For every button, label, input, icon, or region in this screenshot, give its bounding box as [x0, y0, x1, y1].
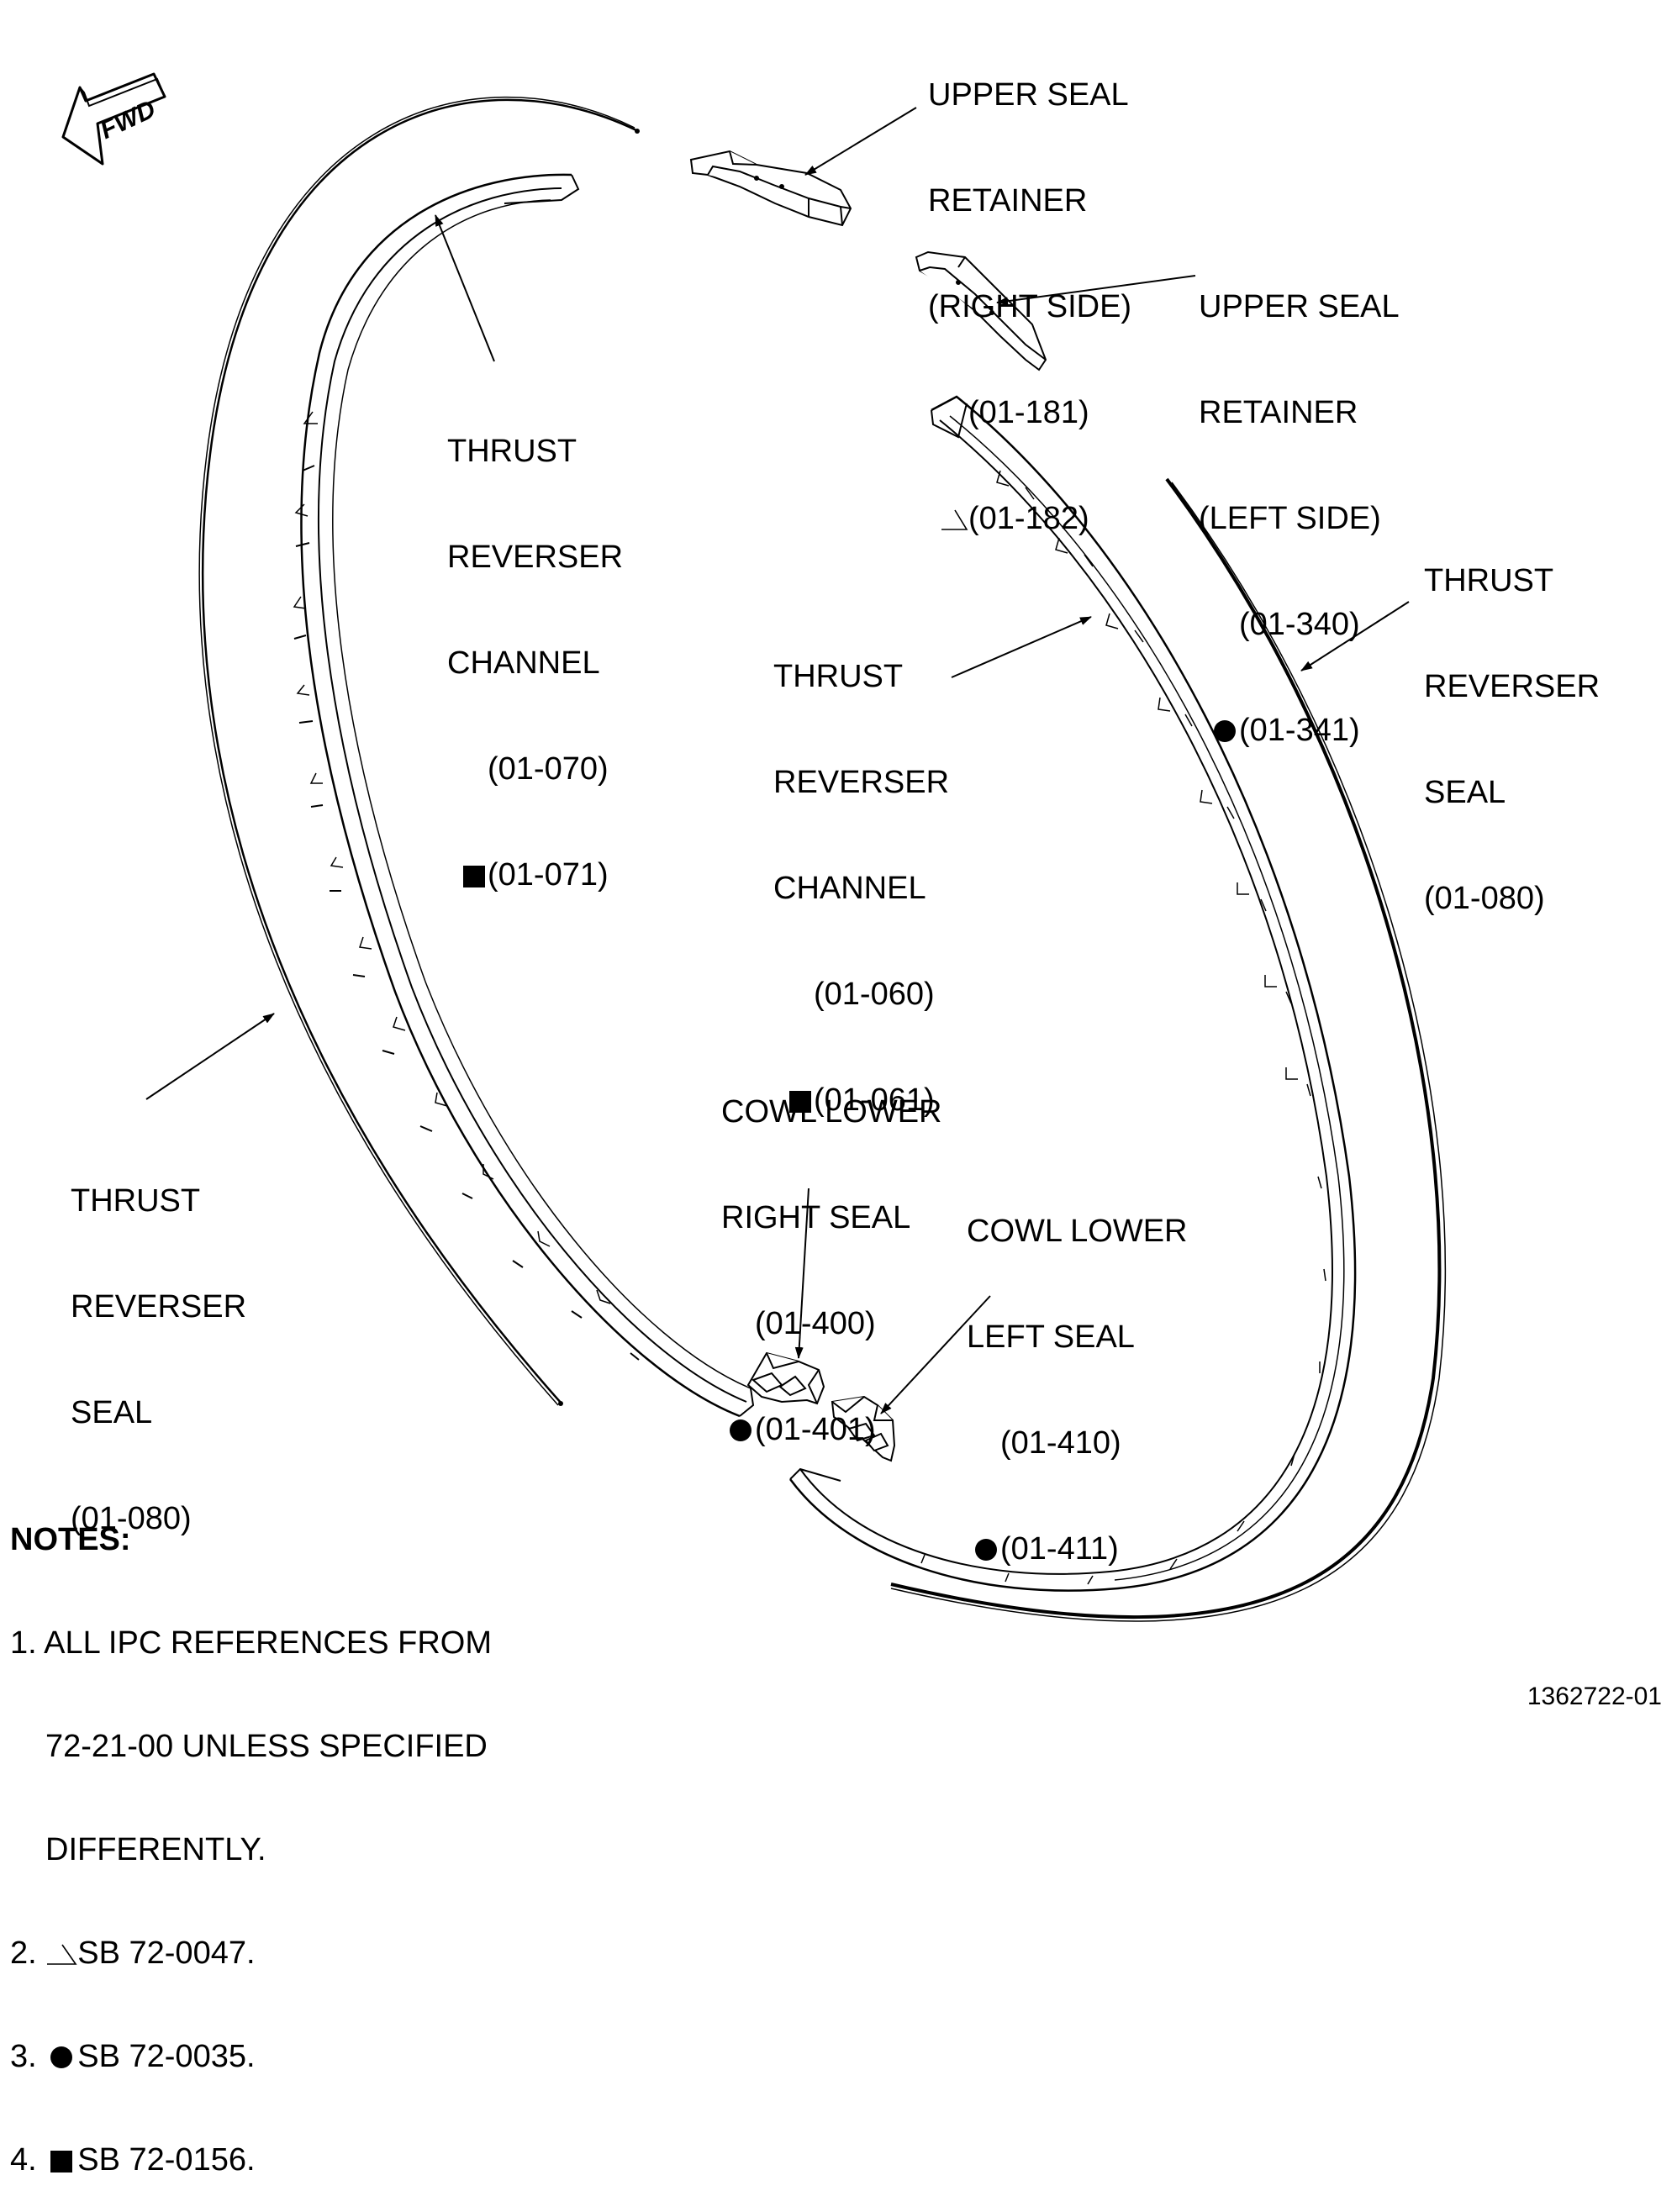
- callout-cowl-lower-left-seal: COWL LOWER LEFT SEAL (01-410) (01-411): [967, 1143, 1188, 1602]
- square-icon: [789, 1091, 811, 1113]
- circle-icon: [975, 1539, 997, 1561]
- callout-line: (01-080): [1424, 881, 1545, 916]
- note-item: 3. SB 72-0035.: [10, 2040, 492, 2074]
- callout-line: (RIGHT SIDE): [928, 289, 1132, 324]
- leader-lines: [145, 107, 1410, 1414]
- callout-ref-code: (01-061): [814, 1082, 935, 1118]
- note-text-continued: 72-21-00 UNLESS SPECIFIED: [45, 1729, 488, 1764]
- thrust-reverser-channel-upper-part: [293, 173, 755, 1418]
- callout-ref: (01-182): [928, 501, 1131, 536]
- callout-line: THRUST: [447, 434, 577, 469]
- callout-ref: (01-071): [447, 857, 623, 893]
- callout-ref: (01-410): [1000, 1425, 1121, 1461]
- callout-line: LEFT SEAL: [967, 1319, 1135, 1355]
- note-text: SB 72-0047.: [77, 1936, 256, 1971]
- callout-line: SEAL: [71, 1395, 153, 1430]
- note-number: 4.: [10, 2142, 37, 2178]
- callout-ref: (01-060): [814, 977, 935, 1012]
- callout-line: COWL LOWER: [721, 1094, 942, 1130]
- callout-line: THRUST: [71, 1183, 201, 1219]
- callout-line: RETAINER: [1199, 395, 1358, 430]
- fwd-arrow-icon: FWD: [61, 72, 166, 166]
- circle-icon: [730, 1419, 751, 1441]
- callout-line: THRUST: [773, 659, 904, 694]
- triangle-icon: [941, 509, 968, 530]
- callout-thrust-reverser-seal-left: THRUST REVERSER SEAL (01-080): [71, 1113, 246, 1572]
- callout-ref: (01-181): [968, 395, 1089, 430]
- circle-icon: [50, 2046, 73, 2068]
- upper-seal-retainer-left-part: [915, 250, 1047, 371]
- note-text: ALL IPC REFERENCES FROM: [44, 1625, 492, 1661]
- callout-ref: (01-401): [721, 1412, 942, 1447]
- notes-block: NOTES: 1. ALL IPC REFERENCES FROM 72-21-…: [10, 1454, 492, 2212]
- callout-line: (01-080): [71, 1501, 192, 1536]
- callout-ref: (01-340): [1239, 607, 1360, 642]
- callout-ref-code: (01-401): [755, 1412, 876, 1447]
- callout-line: REVERSER: [1424, 669, 1601, 704]
- note-item: 1. ALL IPC REFERENCES FROM: [10, 1626, 492, 1661]
- callout-ref: (01-400): [755, 1306, 876, 1341]
- callout-line: REVERSER: [773, 765, 950, 800]
- thrust-reverser-channel-right-part: [788, 395, 1357, 1592]
- exploded-parts-diagram: FWD: [61, 72, 1447, 1622]
- cowl-lower-right-seal-part: [746, 1351, 825, 1405]
- upper-seal-retainer-right-part: [689, 150, 852, 227]
- callout-line: UPPER SEAL: [1199, 289, 1400, 324]
- thrust-reverser-seal-right-part: [890, 477, 1447, 1622]
- note-item: 2. SB 72-0047.: [10, 1936, 492, 1971]
- triangle-icon: [47, 1944, 77, 1965]
- thrust-reverser-seal-left-part: [201, 98, 637, 1404]
- callout-ref: (01-341): [1199, 713, 1400, 748]
- circle-icon: [1214, 720, 1236, 742]
- note-number: 3.: [10, 2039, 37, 2074]
- callout-ref: (01-061): [773, 1082, 949, 1118]
- callout-line: REVERSER: [71, 1289, 247, 1325]
- note-number: 1.: [10, 1625, 37, 1661]
- note-text: SB 72-0035.: [77, 2039, 256, 2074]
- callout-line: RIGHT SEAL: [721, 1200, 911, 1235]
- callout-line: REVERSER: [447, 540, 624, 575]
- callout-line: THRUST: [1424, 563, 1554, 598]
- square-icon: [50, 2151, 73, 2172]
- callout-line: UPPER SEAL: [928, 77, 1129, 113]
- callout-ref-code: (01-182): [968, 501, 1089, 536]
- callout-line: (LEFT SIDE): [1199, 501, 1381, 536]
- callout-thrust-reverser-channel-right: THRUST REVERSER CHANNEL (01-060) (01-061…: [773, 588, 949, 1153]
- callout-line: RETAINER: [928, 183, 1088, 219]
- callout-line: SEAL: [1424, 775, 1506, 810]
- note-text: SB 72-0156.: [77, 2142, 256, 2178]
- callout-ref: (01-070): [488, 751, 609, 787]
- notes-heading: NOTES:: [10, 1522, 131, 1557]
- note-number: 2.: [10, 1936, 37, 1971]
- callout-ref-code: (01-411): [1000, 1531, 1119, 1567]
- square-icon: [463, 866, 485, 887]
- callout-line: CHANNEL: [773, 871, 926, 906]
- callout-upper-seal-retainer-left: UPPER SEAL RETAINER (LEFT SIDE) (01-340)…: [1199, 219, 1400, 783]
- figure-number: 1362722-01: [1527, 1683, 1662, 1710]
- callout-ref-code: (01-071): [488, 857, 609, 893]
- note-item: 4. SB 72-0156.: [10, 2143, 492, 2178]
- callout-thrust-reverser-seal-right: THRUST REVERSER SEAL (01-080): [1424, 492, 1600, 951]
- callout-cowl-lower-right-seal: COWL LOWER RIGHT SEAL (01-400) (01-401): [721, 1024, 942, 1483]
- callout-upper-seal-retainer-right: UPPER SEAL RETAINER (RIGHT SIDE) (01-181…: [928, 7, 1131, 571]
- callout-ref: (01-411): [967, 1531, 1188, 1567]
- callout-line: COWL LOWER: [967, 1214, 1188, 1249]
- callout-thrust-reverser-channel-upper: THRUST REVERSER CHANNEL (01-070) (01-071…: [447, 363, 623, 928]
- callout-line: CHANNEL: [447, 645, 600, 681]
- callout-ref-code: (01-341): [1239, 713, 1360, 748]
- note-text-continued: DIFFERENTLY.: [45, 1832, 266, 1867]
- cowl-lower-left-seal-part: [831, 1395, 896, 1462]
